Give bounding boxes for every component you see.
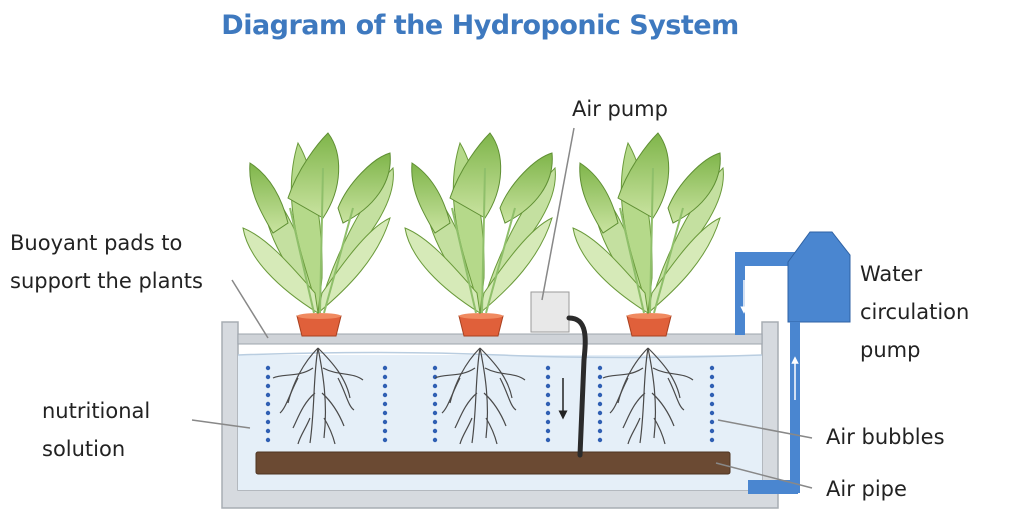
lettuce-plant-icon: [572, 132, 725, 314]
air-bubble-icon: [597, 392, 603, 398]
air-bubble-icon: [709, 428, 715, 434]
air-bubble-icon: [597, 419, 603, 425]
leader-lines: [191, 127, 813, 489]
air-bubbles: [265, 365, 715, 443]
air-bubble-icon: [265, 383, 271, 389]
air-bubble-icon: [265, 419, 271, 425]
air-bubble-icon: [432, 437, 438, 443]
label-buoyant-pads: Buoyant pads to support the plants: [10, 231, 203, 293]
air-bubble-icon: [545, 437, 551, 443]
air-bubble-icon: [709, 419, 715, 425]
air-pipe-icon: [255, 451, 731, 475]
lettuce-plant-icon: [404, 132, 557, 314]
air-bubble-icon: [432, 401, 438, 407]
air-bubble-icon: [709, 365, 715, 371]
air-bubble-icon: [432, 410, 438, 416]
air-bubble-icon: [597, 437, 603, 443]
air-bubble-icon: [545, 410, 551, 416]
air-bubble-icon: [709, 392, 715, 398]
tank: [221, 321, 779, 509]
air-bubble-icon: [265, 437, 271, 443]
air-bubble-icon: [545, 419, 551, 425]
air-bubble-icon: [597, 383, 603, 389]
air-bubble-icon: [265, 410, 271, 416]
air-pump-icon: [530, 291, 588, 458]
air-bubble-icon: [382, 374, 388, 380]
air-bubble-icon: [545, 383, 551, 389]
lettuce-plant-icon: [242, 132, 395, 314]
air-bubble-icon: [545, 365, 551, 371]
pots: [296, 313, 672, 337]
air-bubble-icon: [382, 419, 388, 425]
air-bubble-icon: [265, 428, 271, 434]
air-bubble-icon: [382, 392, 388, 398]
air-bubble-icon: [382, 365, 388, 371]
air-bubble-icon: [709, 410, 715, 416]
air-bubble-icon: [709, 401, 715, 407]
air-bubble-icon: [382, 437, 388, 443]
label-air-pipe: Air pipe: [826, 477, 907, 501]
air-bubble-icon: [382, 383, 388, 389]
air-bubble-icon: [709, 437, 715, 443]
air-bubble-icon: [432, 392, 438, 398]
air-bubble-icon: [545, 428, 551, 434]
air-bubble-icon: [597, 410, 603, 416]
air-bubble-icon: [382, 428, 388, 434]
air-bubble-icon: [432, 428, 438, 434]
air-bubble-icon: [432, 383, 438, 389]
air-bubble-icon: [597, 365, 603, 371]
air-bubble-icon: [597, 428, 603, 434]
label-nutritional-solution: nutritional solution: [42, 399, 151, 461]
air-bubble-icon: [382, 401, 388, 407]
air-bubble-icon: [709, 374, 715, 380]
air-bubble-icon: [597, 401, 603, 407]
air-bubble-icon: [265, 374, 271, 380]
air-bubble-icon: [545, 392, 551, 398]
air-bubble-icon: [432, 365, 438, 371]
air-bubble-icon: [597, 374, 603, 380]
air-bubble-icon: [382, 410, 388, 416]
air-bubble-icon: [709, 383, 715, 389]
label-air-pump: Air pump: [572, 97, 668, 121]
label-air-bubbles: Air bubbles: [826, 425, 945, 449]
buoyant-pad: [237, 333, 763, 345]
air-bubble-icon: [265, 392, 271, 398]
label-water-circulation-pump: Water circulation pump: [860, 262, 970, 362]
diagram-title: Diagram of the Hydroponic System: [221, 10, 739, 41]
air-bubble-icon: [265, 365, 271, 371]
air-bubble-icon: [545, 374, 551, 380]
air-bubble-icon: [545, 401, 551, 407]
air-bubble-icon: [265, 401, 271, 407]
water-pump-icon: [735, 231, 851, 494]
air-bubble-icon: [432, 419, 438, 425]
